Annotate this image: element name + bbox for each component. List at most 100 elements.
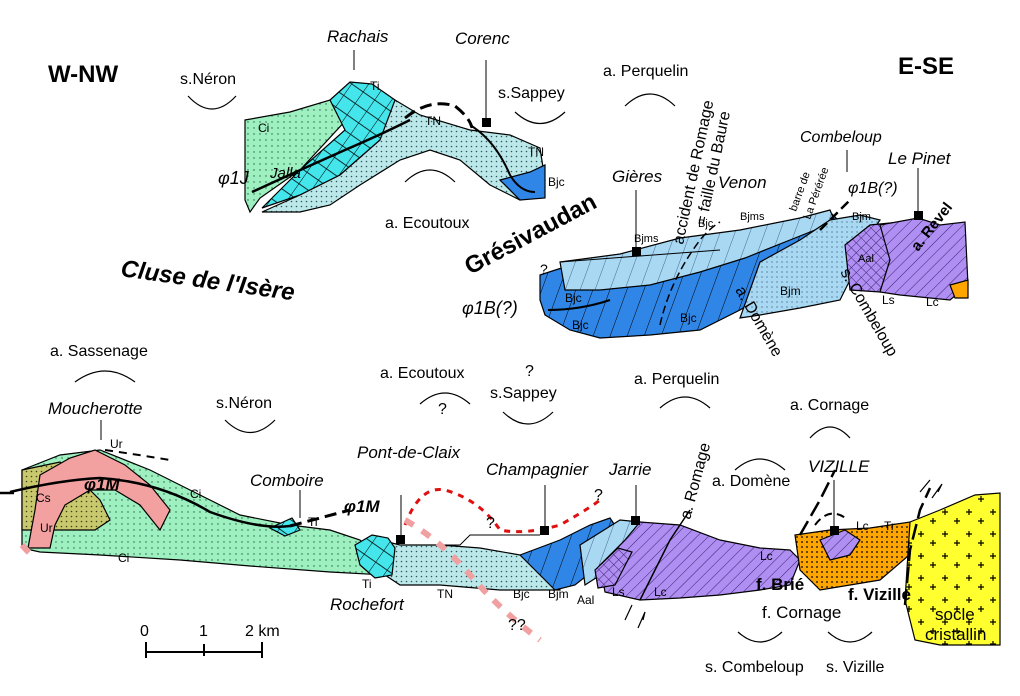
anticline-ecoutoux-lower-label: a. Ecoutoux	[380, 365, 465, 382]
combeloup-label: Combeloup	[800, 129, 882, 146]
unit-ci-lower-1: Ci	[190, 487, 201, 501]
unit-aal-lower: Aal	[577, 593, 594, 607]
q-red-2: ?	[594, 487, 603, 504]
fault-vizille-label: f. Vizille	[848, 585, 911, 604]
unit-bjm-lower: Bjm	[548, 587, 569, 601]
unit-lc-lower-1: Lc	[654, 585, 667, 599]
syncline-neron-lower-symbol	[224, 419, 276, 434]
fault-brie-label: f. Brié	[756, 575, 804, 594]
anticline-sassenage-symbol	[74, 370, 136, 383]
fault-1m-dashed	[289, 508, 351, 528]
jalla-label: Jalla	[269, 165, 301, 182]
socle-label-1: socle	[935, 605, 975, 624]
pinet-marker	[914, 211, 923, 220]
scale-tick-2: 2 km	[245, 623, 280, 640]
thrust-trace-left	[547, 299, 611, 311]
q-sappey: ?	[525, 363, 534, 380]
unit-tn-lower: TN	[437, 587, 453, 601]
syncline-combeloup-lower-symbol	[737, 631, 783, 643]
fault-vizille-trace	[903, 487, 932, 606]
fault-brie-trace	[798, 469, 837, 536]
socle-label-2: cristallin	[925, 625, 986, 644]
anticline-perquelin-upper-label: a. Perquelin	[603, 63, 688, 80]
anticline-perquelin-lower-symbol	[659, 396, 711, 409]
romage-fault-line	[639, 509, 691, 601]
aal-layer-lower	[594, 547, 633, 589]
fault-1b-left-label: φ1B(?)	[462, 298, 518, 318]
unit-bjc-lower: Bjc	[513, 587, 530, 601]
unit-ci-upper: Ci	[258, 121, 269, 135]
town-gieres: Gières	[612, 167, 663, 186]
unit-tn-upper-1: TN	[425, 114, 441, 128]
lower-section: a. Sassenage Moucherotte s.Néron Comboir…	[0, 343, 1001, 676]
upper-left-section: Rachais Corenc s.Néron s.Sappey a. Ecout…	[180, 27, 566, 232]
anticline-domene-lower-symbol	[734, 458, 786, 471]
scale-bar: 0 1 2 km	[140, 623, 280, 658]
corenc-marker	[482, 118, 491, 127]
fault-1b-top-label: φ1B(?)	[848, 180, 898, 197]
q-deep: ??	[508, 617, 526, 634]
fold-dashed-upper	[404, 102, 474, 129]
syncline-sappey-lower-label: s.Sappey	[490, 385, 557, 402]
surface-valley	[400, 534, 540, 546]
unit-ur-lower-2: Ur	[40, 521, 53, 535]
fault-1m-left-label: φ1M	[84, 475, 120, 494]
fault-cornage-label: f. Cornage	[762, 603, 841, 622]
champagnier-marker	[540, 526, 549, 535]
syncline-sappey-label: s.Sappey	[498, 85, 565, 102]
unit-ti-upper: Ti	[370, 79, 380, 93]
orientation-west: W-NW	[48, 61, 118, 88]
orientation-east: E-SE	[898, 53, 954, 80]
unit-lc-ur: Lc	[926, 295, 939, 309]
accident-romage-fault	[659, 221, 721, 326]
fault-slip-arrows-right	[919, 479, 943, 499]
syncline-vizille-label: s. Vizille	[826, 659, 884, 676]
unit-lc-lower-2: Lc	[760, 549, 773, 563]
vizille-orange-layer	[794, 521, 916, 591]
peak-corenc: Corenc	[455, 29, 510, 48]
unit-cs-lower: Cs	[36, 491, 51, 505]
ci-layer-upper-left	[244, 99, 362, 214]
socle-cristallin	[904, 492, 1001, 646]
unit-aal-ur: Aal	[858, 253, 874, 265]
unit-bjc-upper: Bjc	[548, 175, 565, 189]
q-ecoutoux: ?	[438, 401, 447, 418]
unit-ur-lower-1: Ur	[110, 437, 123, 451]
syncline-combeloup-lower-label: s. Combeloup	[705, 659, 804, 676]
unit-bjc-ur-3: Bjc	[572, 318, 589, 332]
anticline-perquelin-upper-symbol	[624, 93, 676, 107]
syncline-vizille-symbol	[827, 631, 873, 643]
unit-ls-lower: Ls	[612, 585, 625, 599]
jarrie-marker	[631, 516, 640, 525]
anticline-ecoutoux-symbol	[404, 169, 456, 183]
unit-tn-upper-2: TN	[528, 145, 544, 159]
fault-cornage-arc	[814, 512, 849, 526]
unit-ti-lower-1: Ti	[308, 515, 318, 529]
champagnier-label: Champagnier	[486, 460, 589, 479]
vizille-marker	[830, 526, 839, 535]
pont-de-claix-marker	[396, 535, 405, 544]
orange-spot-upper-right	[949, 279, 969, 299]
scale-tick-1: 1	[199, 623, 208, 640]
unit-bjms-2: Bjms	[740, 211, 765, 223]
vizille-label: VIZILLE	[808, 457, 870, 476]
anticline-ecoutoux-lower-symbol	[419, 392, 471, 405]
comboire-label: Comboire	[250, 471, 324, 490]
unit-bjm-ur-1: Bjm	[852, 211, 871, 223]
fault-1m-line	[9, 476, 291, 528]
anticline-ecoutoux-label: a. Ecoutoux	[385, 215, 470, 232]
fault-slip-arrows-left	[624, 604, 646, 629]
anticline-cornage-symbol	[809, 426, 851, 439]
unit-bjc-ur-4: Bjc	[680, 311, 697, 325]
tn-layer-upper-left	[261, 99, 546, 213]
unit-ls-ur: Ls	[882, 293, 895, 307]
thrust-line-upper	[469, 124, 536, 193]
unit-bjc-ur-2: Bjc	[565, 291, 582, 305]
unit-ci-lower-2: Ci	[118, 551, 129, 565]
gieres-marker	[632, 247, 641, 256]
lc-purple-vizille	[819, 529, 861, 561]
anticline-cornage-label: a. Cornage	[790, 397, 869, 414]
fault-1b-top-trace	[819, 199, 851, 231]
syncline-sappey-symbol	[514, 111, 566, 125]
